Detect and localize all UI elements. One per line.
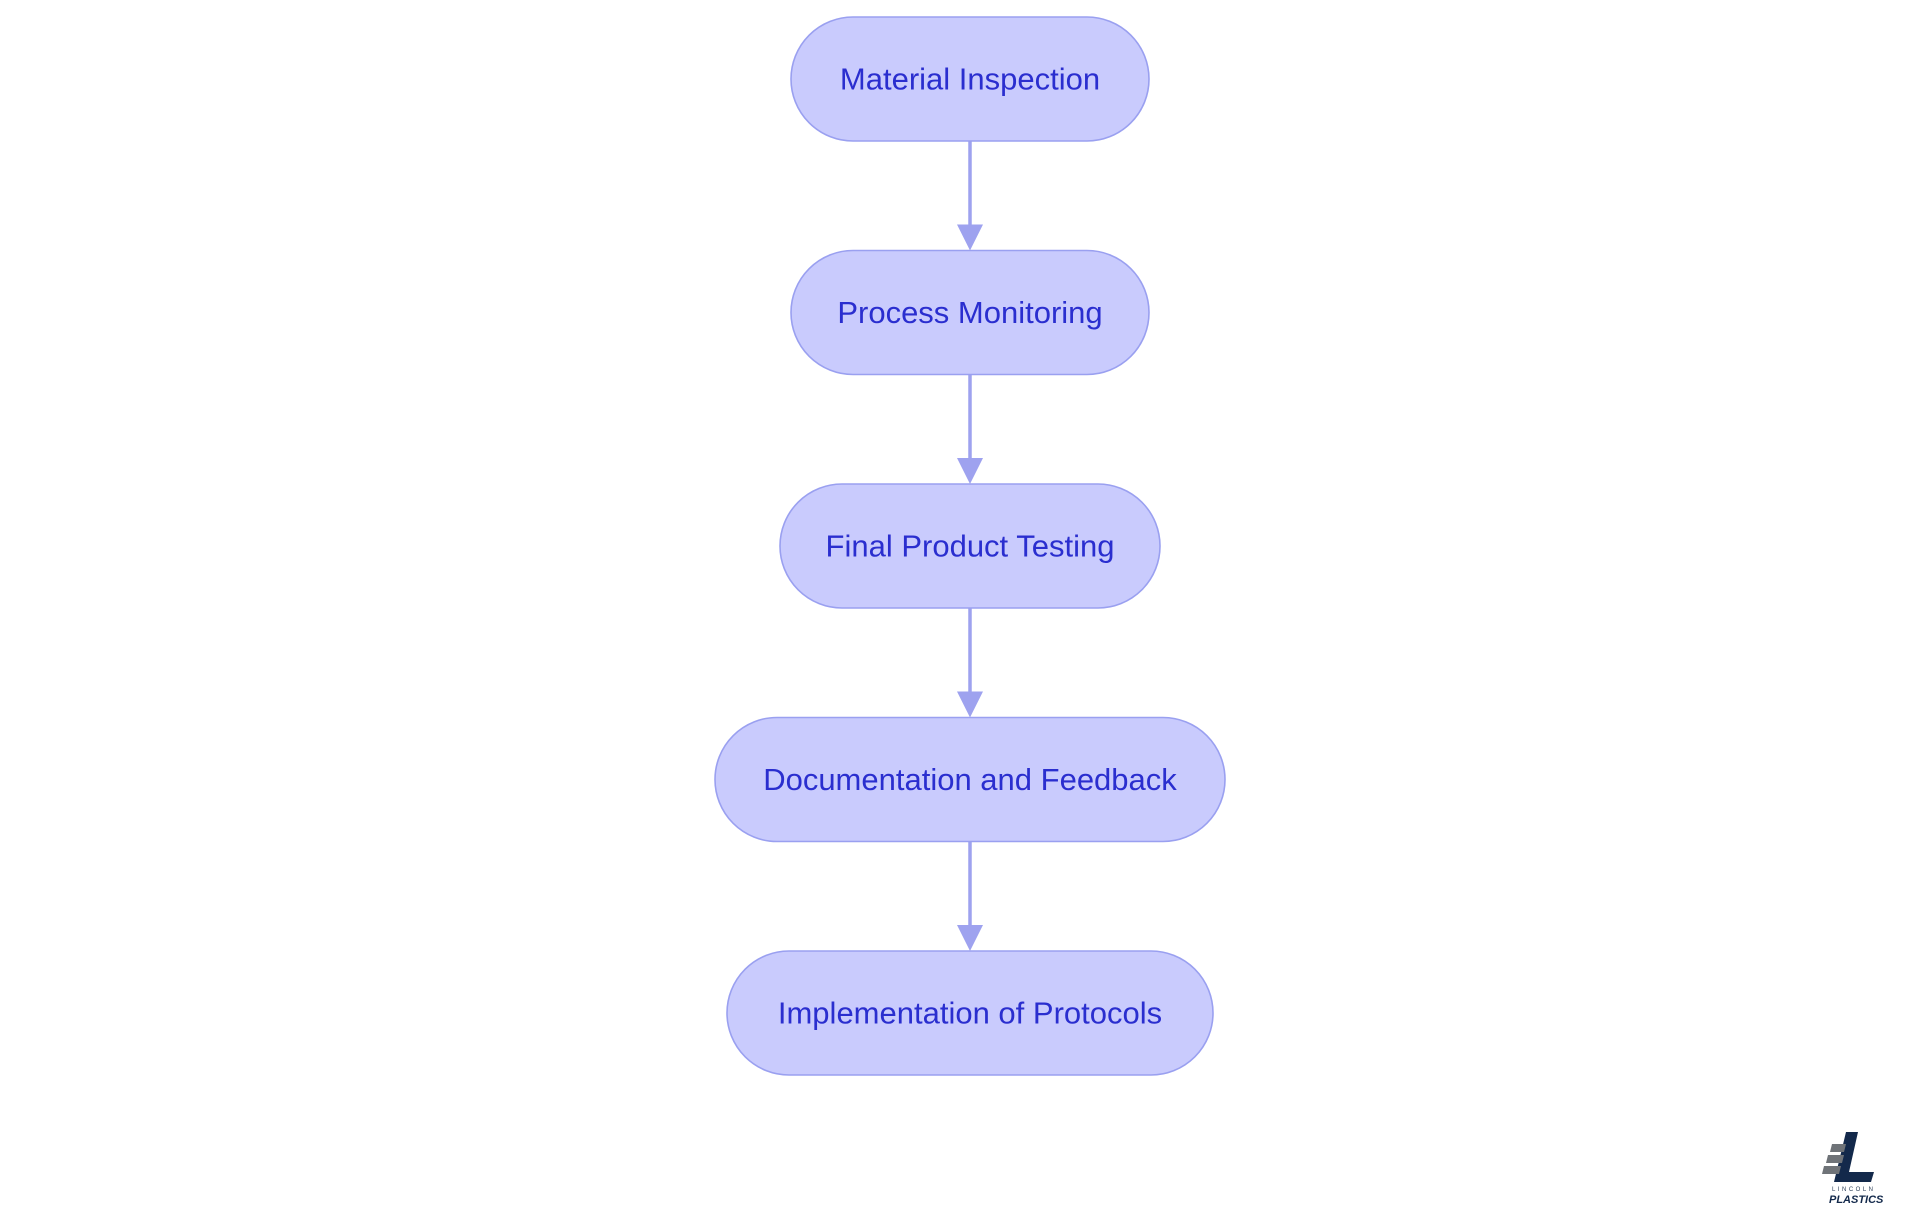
node-final-product-testing: Final Product Testing — [779, 483, 1161, 609]
arrowhead-icon — [957, 458, 983, 484]
edge-final-product-testing-to-documentation-and-feedback — [957, 608, 983, 718]
node-documentation-and-feedback: Documentation and Feedback — [714, 716, 1226, 843]
edge-process-monitoring-to-final-product-testing — [957, 374, 983, 484]
node-label: Implementation of Protocols — [778, 996, 1162, 1031]
edge-material-inspection-to-process-monitoring — [957, 141, 983, 251]
node-implementation-of-protocols: Implementation of Protocols — [726, 950, 1214, 1076]
node-shape — [790, 16, 1150, 142]
node-shape — [779, 483, 1161, 609]
arrowhead-icon — [957, 925, 983, 951]
node-shape — [714, 716, 1226, 843]
node-label: Material Inspection — [840, 62, 1100, 97]
logo-mark-icon — [1822, 1132, 1874, 1182]
node-process-monitoring: Process Monitoring — [790, 249, 1150, 376]
logo-line2: PLASTICS — [1829, 1194, 1884, 1206]
node-shape — [790, 249, 1150, 376]
logo-line1: LINCOLN — [1832, 1187, 1876, 1193]
node-label: Documentation and Feedback — [763, 762, 1177, 797]
flowchart-edges — [957, 141, 983, 951]
arrowhead-icon — [957, 691, 983, 718]
node-label: Final Product Testing — [826, 529, 1115, 564]
node-label: Process Monitoring — [837, 295, 1102, 330]
node-material-inspection: Material Inspection — [790, 16, 1150, 142]
edge-documentation-and-feedback-to-implementation-of-protocols — [957, 841, 983, 951]
lincoln-plastics-logo: LINCOLN PLASTICS — [1822, 1132, 1884, 1206]
node-shape — [726, 950, 1214, 1076]
arrowhead-icon — [957, 224, 983, 251]
